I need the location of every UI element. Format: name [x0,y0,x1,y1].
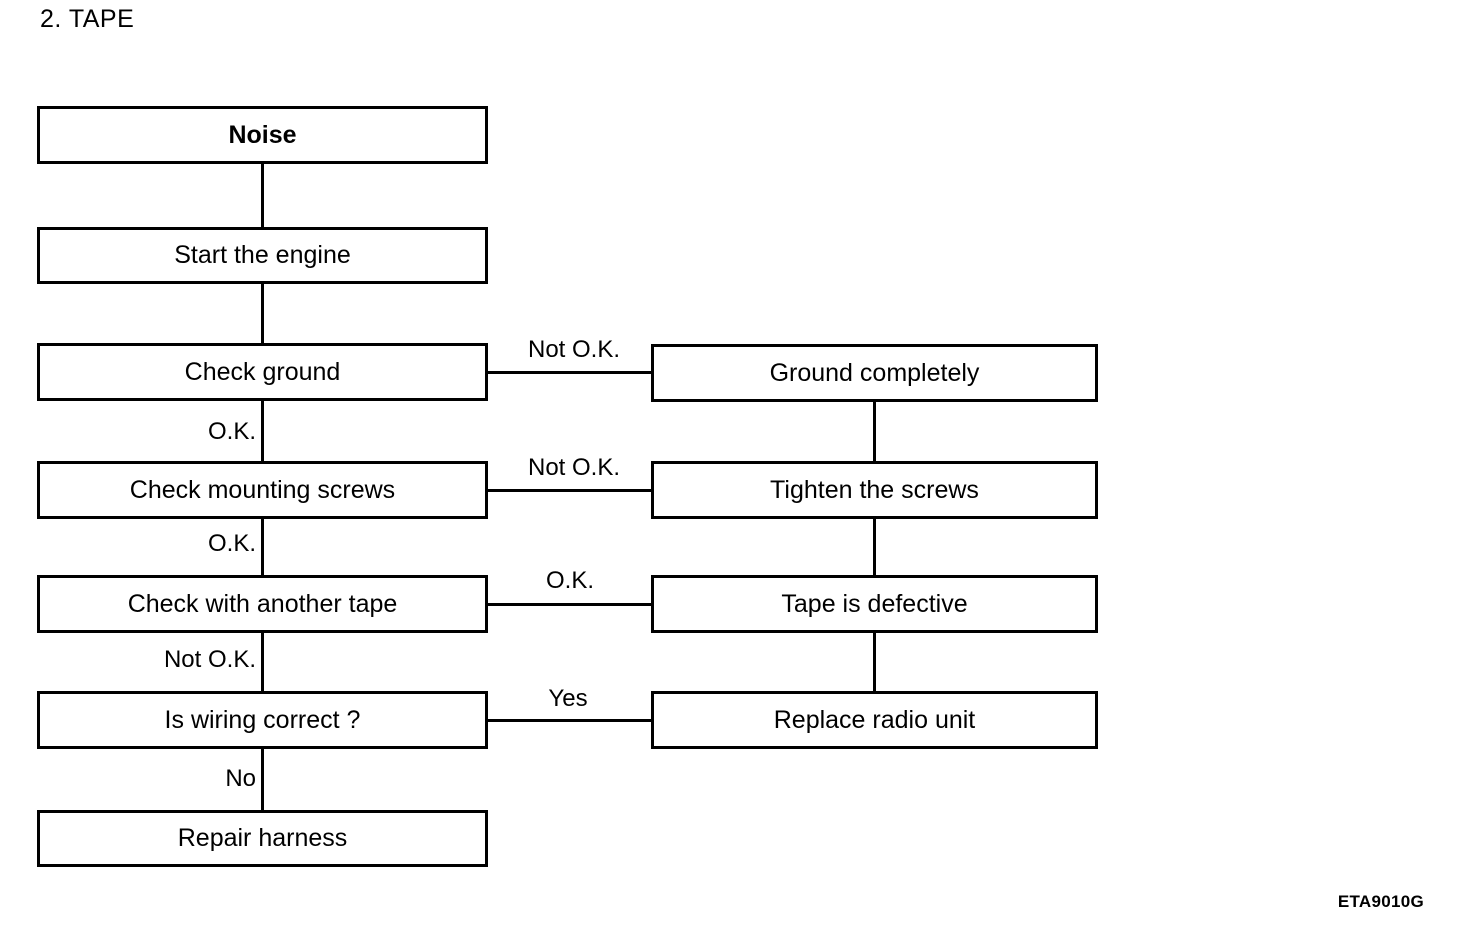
flow-node-label: Check with another tape [127,589,398,618]
flow-node-replace-radio-unit: Replace radio unit [651,691,1098,749]
connector-screws-to-tape [261,519,264,576]
edge-label-check-screws-ok: O.K. [207,530,256,557]
flow-node-tighten-screws: Tighten the screws [651,461,1098,519]
edge-label-check-tape-not-ok: Not O.K. [163,646,256,673]
edge-label-check-ground-ok: O.K. [207,418,256,445]
flow-node-label: Repair harness [177,824,348,852]
connector-ground-to-tighten [873,402,876,462]
edge-label-check-ground-not-ok: Not O.K. [527,336,621,363]
connector-defective-to-replace [873,633,876,692]
connector-wiring-branch [488,719,652,722]
figure-code: ETA9010G [1337,892,1424,911]
connector-noise-to-start [261,164,264,228]
flow-node-check-another-tape: Check with another tape [37,575,488,633]
flow-node-label: Tighten the screws [770,475,979,504]
edge-label-check-screws-not-ok: Not O.K. [527,454,621,481]
flow-node-label: Ground completely [769,358,980,387]
edge-label-wiring-no: No [225,765,256,792]
flow-node-label: Is wiring correct ? [164,705,361,734]
connector-tape-to-wiring [261,633,264,692]
flow-node-noise: Noise [37,106,488,164]
connector-check-tape-branch [488,603,652,606]
flow-node-label: Start the engine [174,241,351,269]
flow-node-label: Noise [228,120,297,149]
flow-node-check-mounting-screws: Check mounting screws [37,461,488,519]
flow-node-ground-completely: Ground completely [651,344,1098,402]
flow-node-tape-is-defective: Tape is defective [651,575,1098,633]
connector-check-ground-to-screws [261,401,264,462]
flow-node-label: Check mounting screws [129,475,396,504]
flow-node-repair-harness: Repair harness [37,810,488,867]
connector-wiring-to-repair [261,749,264,811]
connector-start-to-check-ground [261,284,264,344]
page-title: 2. TAPE [40,5,135,33]
flow-node-label: Replace radio unit [773,705,976,734]
flow-node-check-ground: Check ground [37,343,488,401]
edge-label-check-tape-ok: O.K. [545,567,594,594]
connector-check-screws-branch [488,489,652,492]
flow-node-label: Check ground [184,357,341,386]
flow-node-label: Tape is defective [781,589,968,618]
flow-node-start-engine: Start the engine [37,227,488,284]
flow-node-is-wiring-correct: Is wiring correct ? [37,691,488,749]
connector-tighten-to-defective [873,519,876,576]
connector-check-ground-branch [488,371,652,374]
edge-label-wiring-yes: Yes [548,685,588,712]
